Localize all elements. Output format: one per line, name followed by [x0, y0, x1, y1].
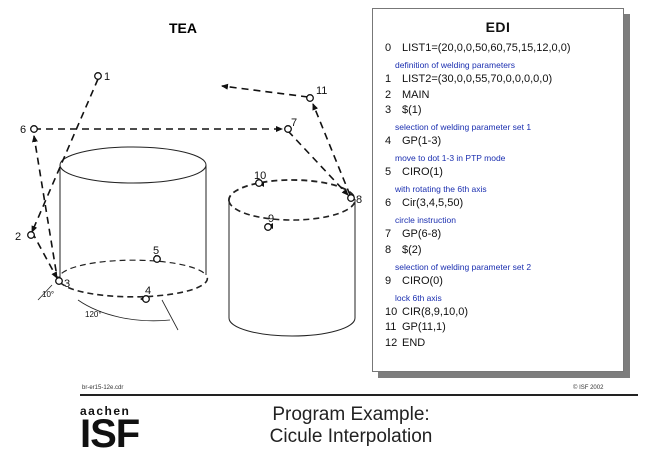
- program-line-1: 1 LIST2=(30,0,0,55,70,0,0,0,0,0): [385, 73, 617, 89]
- line-number: 8: [385, 243, 392, 256]
- point-label-8: 8: [356, 194, 362, 206]
- line-number: 2: [385, 88, 392, 101]
- line-code: Cir(3,4,5,50): [402, 197, 464, 209]
- line-code: LIST1=(20,0,0,50,60,75,15,12,0,0): [402, 42, 571, 54]
- line-number: 3: [385, 104, 392, 116]
- point-label-4: 4: [145, 285, 151, 297]
- line-code: $(2): [402, 243, 422, 256]
- point-label-10: 10: [254, 170, 266, 182]
- line-number: 7: [385, 228, 392, 240]
- point-5: [153, 255, 161, 263]
- program-line-2: 2 MAIN: [385, 89, 617, 105]
- program-comment-6: circle instruction: [395, 215, 456, 226]
- line-code: CIRO(1): [402, 166, 443, 178]
- line-code: LIST2=(30,0,0,55,70,0,0,0,0,0): [402, 73, 553, 85]
- point-8: [347, 194, 355, 202]
- program-comment-9: lock 6th axis: [395, 292, 442, 303]
- point-label-3: 3: [64, 278, 70, 290]
- program-line-4: 4 GP(1-3): [385, 135, 617, 151]
- program-comment-8: selection of welding parameter set 2: [395, 261, 532, 272]
- line-code: GP(11,1): [402, 321, 446, 333]
- program-line-6: 6 Cir(3,4,5,50): [385, 197, 617, 213]
- point-11: [306, 94, 314, 102]
- program-line-9: 9 CIRO(0): [385, 275, 617, 291]
- line-code: CIR(8,9,10,0): [402, 305, 469, 318]
- angle-label-10: 10°: [42, 290, 54, 299]
- slide-title-line-2: Cicule Interpolation: [269, 426, 433, 447]
- program-line-10: 10 CIR(8,9,10,0): [385, 306, 617, 322]
- line-code: END: [402, 336, 426, 349]
- line-code: GP(6-8): [402, 228, 442, 240]
- line-number: 1: [385, 73, 392, 85]
- logo-isf: ISF: [80, 412, 140, 456]
- program-comment-0: definition of welding parameters: [395, 60, 516, 71]
- point-label-6: 6: [20, 124, 26, 136]
- diagram-title: TEA: [169, 20, 197, 36]
- line-number: 9: [385, 274, 392, 287]
- program-line-5: 5 CIRO(1): [385, 166, 617, 182]
- logo-aachen: aachen: [80, 404, 131, 418]
- line-number: 5: [385, 166, 392, 178]
- program-comment-4: move to dot 1-3 in PTP mode: [395, 153, 506, 164]
- point-label-2: 2: [15, 231, 21, 243]
- line-code: MAIN: [402, 88, 430, 101]
- program-line-12: 12 END: [385, 337, 617, 353]
- line-number: 10: [385, 305, 398, 318]
- tea-diagram: TEA: [15, 20, 362, 337]
- point-label-9: 9: [268, 213, 274, 225]
- program-line-7: 7 GP(6-8): [385, 228, 617, 244]
- copyright: © ISF 2002: [573, 385, 604, 391]
- point-4: [142, 295, 150, 303]
- program-line-3: 3 $(1): [385, 104, 617, 120]
- program-line-0: 0 LIST1=(20,0,0,50,60,75,15,12,0,0): [385, 42, 617, 58]
- point-7: [284, 125, 292, 133]
- edi-panel: EDI 0 LIST1=(20,0,0,50,60,75,15,12,0,0) …: [372, 8, 624, 372]
- point-2: [27, 231, 35, 239]
- edi-title: EDI: [485, 19, 511, 35]
- program-comment-3: selection of welding parameter set 1: [395, 122, 532, 133]
- program-line-11: 11 GP(11,1): [385, 321, 617, 337]
- program-comment-5: with rotating the 6th axis: [395, 184, 487, 195]
- line-number: 4: [385, 135, 392, 147]
- point-6: [30, 125, 38, 133]
- line-code: CIRO(0): [402, 274, 443, 287]
- right-cylinder: [228, 179, 356, 337]
- point-markers: [27, 72, 355, 303]
- edi-program-list: 0 LIST1=(20,0,0,50,60,75,15,12,0,0) defi…: [385, 42, 617, 352]
- line-number: 0: [385, 42, 392, 54]
- left-cylinder: [37, 146, 209, 331]
- point-1: [94, 72, 102, 80]
- program-line-8: 8 $(2): [385, 244, 617, 260]
- path-arrows: [31, 78, 351, 284]
- file-name: br-er15-12e.cdr: [82, 385, 124, 391]
- line-code: $(1): [402, 104, 422, 116]
- line-code: GP(1-3): [402, 135, 442, 147]
- isf-logo: aachen ISF: [80, 404, 190, 454]
- point-label-5: 5: [153, 245, 159, 257]
- line-number: 11: [385, 321, 397, 333]
- point-9: [264, 223, 272, 231]
- point-3: [55, 277, 63, 285]
- line-number: 12: [385, 336, 398, 349]
- slide-title-line-1: Program Example:: [272, 404, 430, 425]
- slide-title: Program Example: Cicule Interpolation: [226, 404, 476, 448]
- footer-divider: [80, 394, 638, 396]
- point-label-7: 7: [291, 117, 297, 129]
- point-label-11: 11: [316, 85, 327, 97]
- line-number: 6: [385, 197, 392, 209]
- angle-label-120: 120°: [85, 310, 102, 319]
- point-label-1: 1: [104, 71, 110, 83]
- point-10: [255, 179, 263, 187]
